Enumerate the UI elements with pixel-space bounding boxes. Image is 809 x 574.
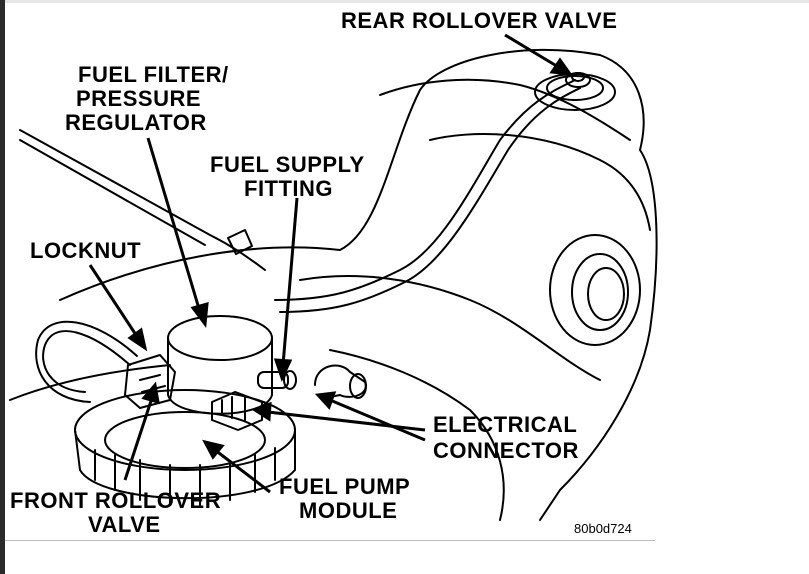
rollover-hose [42,330,131,393]
vent-line-2 [19,139,206,246]
vent-clip [227,229,253,255]
tank-outline [59,48,658,521]
label-fuel-filter-line1: FUEL FILTER/ [78,62,229,87]
tank-step [299,275,601,381]
left-border [0,0,5,574]
figure-code: 80b0d724 [574,521,632,536]
label-fuel-pump-line2: MODULE [299,498,397,523]
filter-regulator-top [167,315,273,361]
label-fuel-filter-line3: REGULATOR [65,110,207,135]
bottom-rule [5,540,655,541]
label-fuel-supply-line2: FITTING [244,176,333,201]
tank-ridge-2 [429,133,651,231]
top-rule [5,0,809,3]
label-electrical-line1: ELECTRICAL [433,412,577,437]
label-fuel-supply-line1: FUEL SUPPLY [210,152,365,177]
label-locknut: LOCKNUT [30,238,141,263]
supply-fitting [257,371,289,389]
tank-floor [329,349,505,521]
tank-ridge [379,78,631,141]
vent-line [19,129,266,271]
supply-line-2 [279,87,581,313]
label-front-rollover-line1: FRONT ROLLOVER [10,488,221,513]
electrical-connector [211,391,263,431]
filler-neck-outer [549,234,641,346]
supply-line [274,79,576,301]
label-electrical-line2: CONNECTOR [433,438,579,463]
label-fuel-filter-line2: PRESSURE [76,86,201,111]
label-fuel-pump-line1: FUEL PUMP [279,474,410,499]
label-front-rollover-line2: VALVE [88,512,161,537]
label-rear-rollover-valve: REAR ROLLOVER VALVE [341,8,617,33]
tank-edge [9,364,171,401]
front-rollover-valve [124,354,176,409]
